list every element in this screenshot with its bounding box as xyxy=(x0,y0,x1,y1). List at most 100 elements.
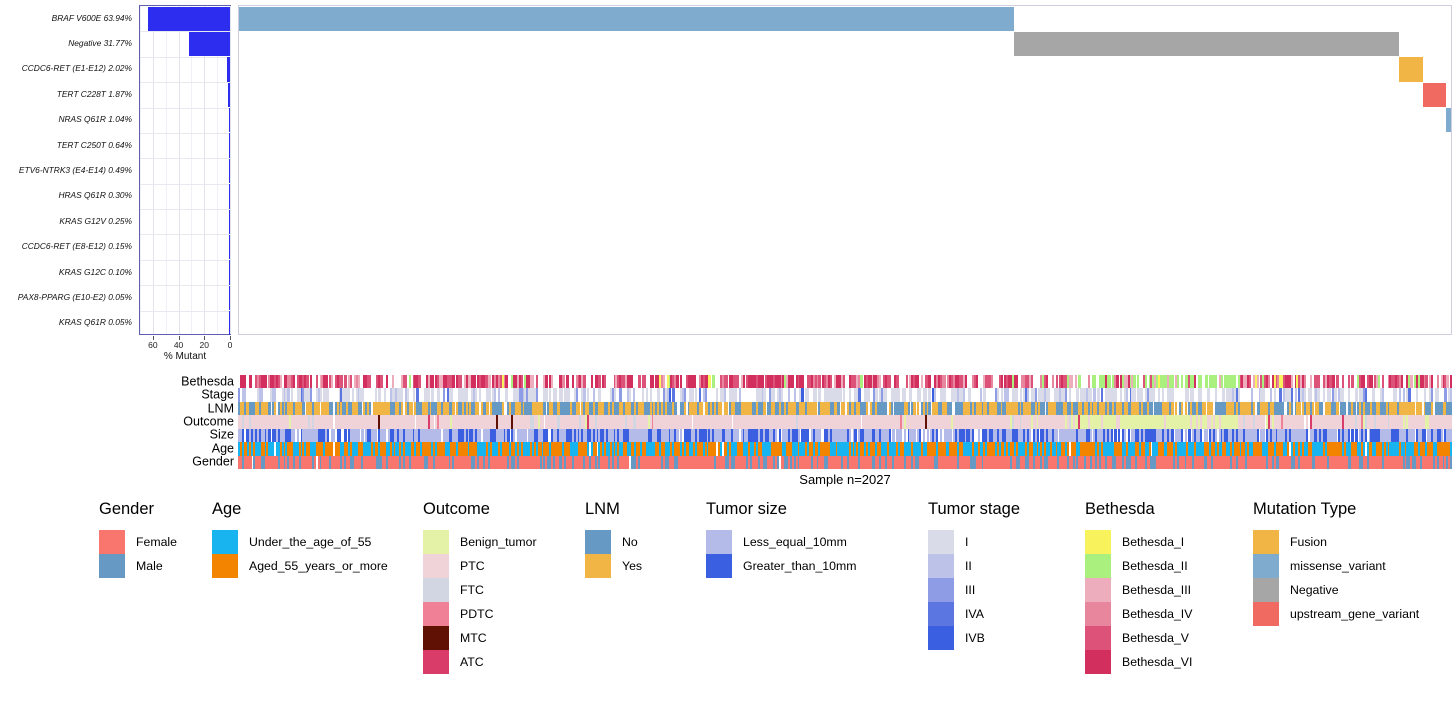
annotation-cell xyxy=(1114,428,1117,443)
legend-color-swatch xyxy=(706,554,732,578)
annotation-cell xyxy=(421,401,425,416)
annotation-cell xyxy=(323,375,326,389)
legend-item[interactable]: Fusion xyxy=(1253,530,1419,554)
annotation-cell xyxy=(1298,375,1301,389)
annotation-cell xyxy=(805,415,808,429)
legend-item[interactable]: Benign_tumor xyxy=(423,530,537,554)
annotation-cell xyxy=(353,375,357,389)
legend-item[interactable]: Bethesda_II xyxy=(1085,554,1192,578)
annotation-cell xyxy=(361,388,364,402)
legend-item[interactable]: Bethesda_V xyxy=(1085,626,1192,650)
annotation-cell xyxy=(281,388,284,402)
annotation-cell xyxy=(406,401,410,416)
legend-item[interactable]: FTC xyxy=(423,578,537,602)
legend-item[interactable]: Bethesda_I xyxy=(1085,530,1192,554)
annotation-cell xyxy=(1260,375,1263,389)
percent-mutant-barplot xyxy=(139,5,231,336)
annotation-cell xyxy=(552,401,556,416)
annotation-cell xyxy=(1429,401,1432,416)
annotation-cell xyxy=(1294,388,1297,402)
annotation-cell xyxy=(664,401,668,416)
legend-item[interactable]: Bethesda_IV xyxy=(1085,602,1192,626)
annotation-cell xyxy=(475,388,478,402)
annotation-cell xyxy=(363,401,366,416)
legend-item[interactable]: upstream_gene_variant xyxy=(1253,602,1419,626)
annotation-cell xyxy=(632,415,635,429)
annotation-cell xyxy=(1264,375,1267,389)
annotation-cell xyxy=(679,401,683,416)
annotation-cell xyxy=(497,401,501,416)
annotation-cell xyxy=(791,375,795,389)
annotation-cell xyxy=(1042,375,1045,389)
legend-item[interactable]: PTC xyxy=(423,554,537,578)
legend-color-swatch xyxy=(1085,554,1111,578)
annotation-cell xyxy=(875,375,878,389)
annotation-cell xyxy=(1353,401,1356,416)
annotation-cell xyxy=(824,415,827,429)
legend-item[interactable]: Negative xyxy=(1253,578,1419,602)
annotation-cell xyxy=(763,415,766,429)
legend-item[interactable]: Male xyxy=(99,554,177,578)
annotation-cell xyxy=(363,375,366,389)
legend-item[interactable]: Aged_55_years_or_more xyxy=(212,554,388,578)
legend-item[interactable]: I xyxy=(928,530,1020,554)
barplot-bar xyxy=(229,234,230,260)
annotation-cell xyxy=(1085,401,1089,416)
annotation-cell xyxy=(458,415,461,429)
legend-item[interactable]: No xyxy=(585,530,642,554)
annotation-cell xyxy=(634,415,637,429)
annotation-cell xyxy=(909,388,912,402)
annotation-cell xyxy=(285,415,288,429)
barplot-axis-tick xyxy=(152,336,154,340)
annotation-cell xyxy=(1317,388,1320,402)
annotation-cell xyxy=(1250,401,1254,416)
legend-item[interactable]: IVB xyxy=(928,626,1020,650)
legend-item[interactable]: MTC xyxy=(423,626,537,650)
legend-item[interactable]: Bethesda_III xyxy=(1085,578,1192,602)
annotation-cell xyxy=(987,415,990,429)
legend-item[interactable]: II xyxy=(928,554,1020,578)
annotation-cell xyxy=(676,428,679,443)
annotation-cell xyxy=(571,375,575,389)
legend-item[interactable]: IVA xyxy=(928,602,1020,626)
annotation-cell xyxy=(1446,375,1449,389)
legend-item[interactable]: Under_the_age_of_55 xyxy=(212,530,388,554)
annotation-cell xyxy=(1042,415,1045,429)
annotation-cell xyxy=(456,401,459,416)
annotation-cell xyxy=(1114,388,1117,402)
legend-item[interactable]: Greater_than_10mm xyxy=(706,554,856,578)
legend-item[interactable]: Less_equal_10mm xyxy=(706,530,856,554)
annotation-cell xyxy=(734,375,738,389)
annotation-cell xyxy=(1066,442,1070,456)
annotation-cell xyxy=(1053,415,1056,429)
legend-item[interactable]: Bethesda_VI xyxy=(1085,650,1192,674)
legend-item-label: missense_variant xyxy=(1290,559,1386,573)
annotation-cell xyxy=(1161,401,1165,416)
annotation-cell xyxy=(962,415,965,429)
annotation-cell xyxy=(1127,375,1130,389)
legend-item[interactable]: Female xyxy=(99,530,177,554)
legend-item[interactable]: missense_variant xyxy=(1253,554,1419,578)
annotation-cell xyxy=(672,401,675,416)
annotation-cell xyxy=(896,388,899,402)
annotation-cell xyxy=(708,401,711,416)
legend-item[interactable]: III xyxy=(928,578,1020,602)
legend-item[interactable]: PDTC xyxy=(423,602,537,626)
annotation-cell xyxy=(550,375,554,389)
legend-item[interactable]: ATC xyxy=(423,650,537,674)
annotation-cell xyxy=(571,401,575,416)
annotation-cell xyxy=(298,388,302,402)
annotation-cell xyxy=(408,375,412,389)
annotation-cell xyxy=(1224,401,1227,416)
annotation-cell xyxy=(615,401,618,416)
annotation-cell xyxy=(1135,415,1138,429)
legend-item[interactable]: Yes xyxy=(585,554,642,578)
annotation-cell xyxy=(998,401,1001,416)
annotation-cell xyxy=(241,375,245,389)
annotation-cell xyxy=(1448,388,1451,402)
annotation-cell xyxy=(327,415,330,429)
legend-color-swatch xyxy=(1253,578,1279,602)
annotation-cell xyxy=(1140,401,1144,416)
annotation-cell xyxy=(717,401,721,416)
